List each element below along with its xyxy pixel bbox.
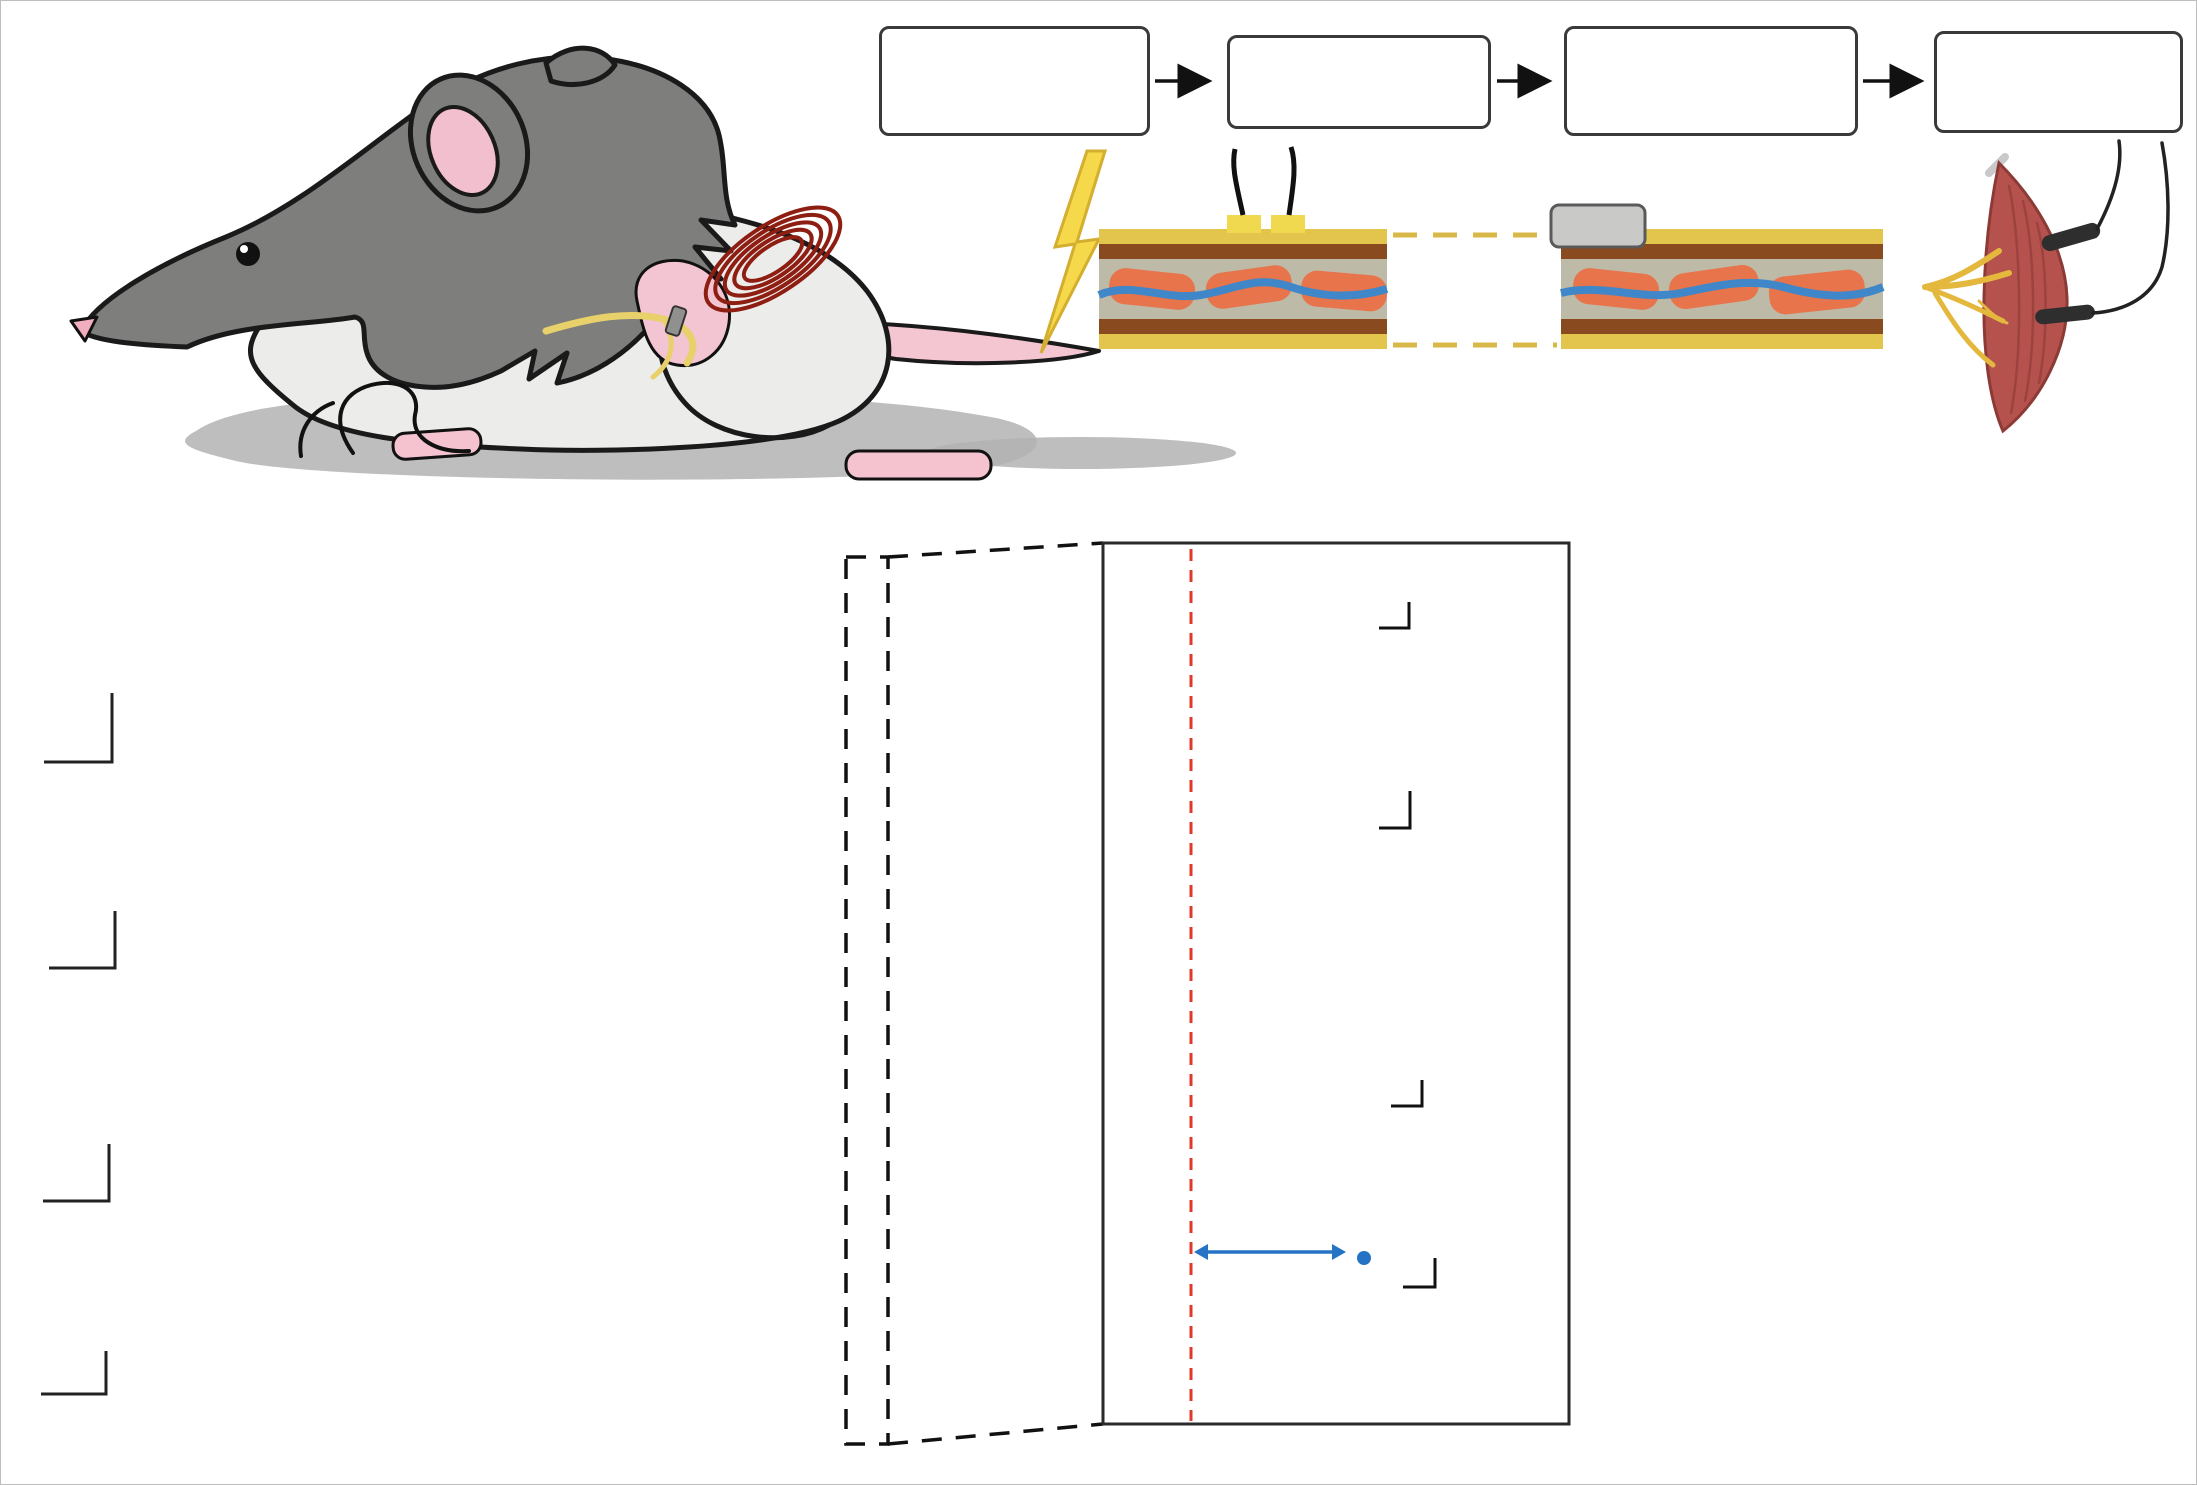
flow-box-nerve-potential (1227, 35, 1491, 129)
sciatic-nerve-yellow (542, 311, 697, 367)
latency-annotation (1194, 1244, 1371, 1265)
mnm-implant (664, 305, 688, 337)
rat-tail (858, 321, 1101, 366)
emg-electrode (2035, 304, 2095, 325)
rat-eye (236, 242, 260, 266)
stim-electrode-pad (1271, 215, 1305, 233)
flow-box-pulse-generator (879, 26, 1150, 136)
lightning-icon (1039, 149, 1108, 354)
emg-electrode (2041, 222, 2101, 252)
rat-head (78, 54, 738, 390)
stim-electrode-pad (1227, 215, 1261, 233)
rat-nose (69, 315, 99, 343)
muscle-illustration (1922, 139, 2170, 434)
zoom-region (844, 541, 1104, 1446)
nerve-gap-illustration (1097, 146, 1885, 349)
rat-hind-foot (844, 449, 993, 481)
mnm-device (1549, 203, 1647, 249)
rat-ear-inner (426, 105, 500, 197)
scale-bars (41, 693, 117, 1396)
latency-endpoint-dot (1357, 1251, 1371, 1265)
inset-scale-bars (1379, 602, 1437, 1289)
transmitter-coil-icon (703, 205, 843, 313)
inset-box (1101, 541, 1571, 1426)
flow-box-mnm-stimulation (1564, 26, 1858, 136)
rat-back-ear (543, 45, 618, 87)
rat-illustration (69, 45, 1236, 481)
emg-wires (338, 381, 471, 455)
rat-front-paw (391, 427, 483, 461)
flow-box-emg-recording (1934, 31, 2183, 133)
